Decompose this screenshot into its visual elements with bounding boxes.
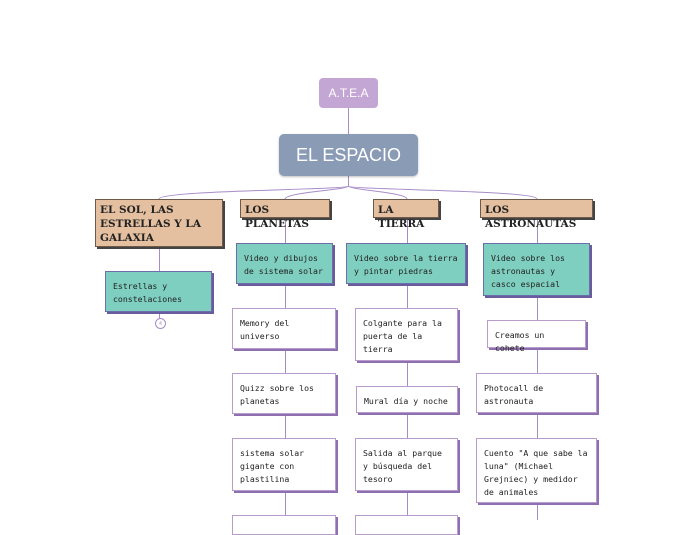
topic-video-sistema-solar[interactable]: Video y dibujos de sistema solar	[236, 243, 333, 284]
root-tag[interactable]: A.T.E.A	[319, 78, 378, 108]
topic-memory-universo[interactable]: Memory del universo	[232, 308, 336, 349]
root-topic[interactable]: EL ESPACIO	[279, 134, 418, 176]
connector	[158, 176, 349, 200]
topic-photocall-astronauta[interactable]: Photocall de astronauta	[476, 373, 597, 413]
collapsed-count-badge[interactable]: 4	[155, 318, 166, 329]
topic-colgante-tierra[interactable]: Colgante para la puerta de la tierra	[355, 308, 458, 361]
topic-video-tierra[interactable]: Video sobre la tierra y pintar piedras	[346, 243, 466, 284]
category-la-tierra[interactable]: LA TIERRA	[373, 199, 439, 230]
topic-sistema-solar-plastilina[interactable]: sistema solar gigante con plastilina	[232, 438, 336, 491]
topic-next-planetas[interactable]	[232, 515, 336, 535]
topic-quizz-planetas[interactable]: Quizz sobre los planetas	[232, 373, 336, 414]
topic-mural-dia-noche[interactable]: Mural día y noche	[356, 386, 458, 413]
topic-creamos-cohete[interactable]: Creamos un cohete	[487, 320, 586, 353]
topic-video-astronautas[interactable]: Video sobre los astronautas y casco espa…	[483, 243, 590, 296]
connector	[348, 185, 538, 200]
topic-cuento-luna[interactable]: Cuento "A que sabe la luna" (Michael Gre…	[476, 438, 597, 503]
category-los-astronautas[interactable]: LOS ASTRONAUTAS	[480, 199, 593, 230]
connector	[284, 185, 349, 200]
connector	[348, 185, 408, 200]
topic-next-tierra[interactable]	[355, 515, 458, 535]
category-sol-estrellas-galaxia[interactable]: EL SOL, LAS ESTRELLAS Y LA GALAXIA	[95, 199, 223, 247]
topic-estrellas-constelaciones[interactable]: Estrellas y constelaciones	[105, 271, 212, 312]
category-los-planetas[interactable]: LOS PLANETAS	[240, 199, 330, 230]
topic-salida-parque[interactable]: Salida al parque y búsqueda del tesoro	[355, 438, 458, 491]
